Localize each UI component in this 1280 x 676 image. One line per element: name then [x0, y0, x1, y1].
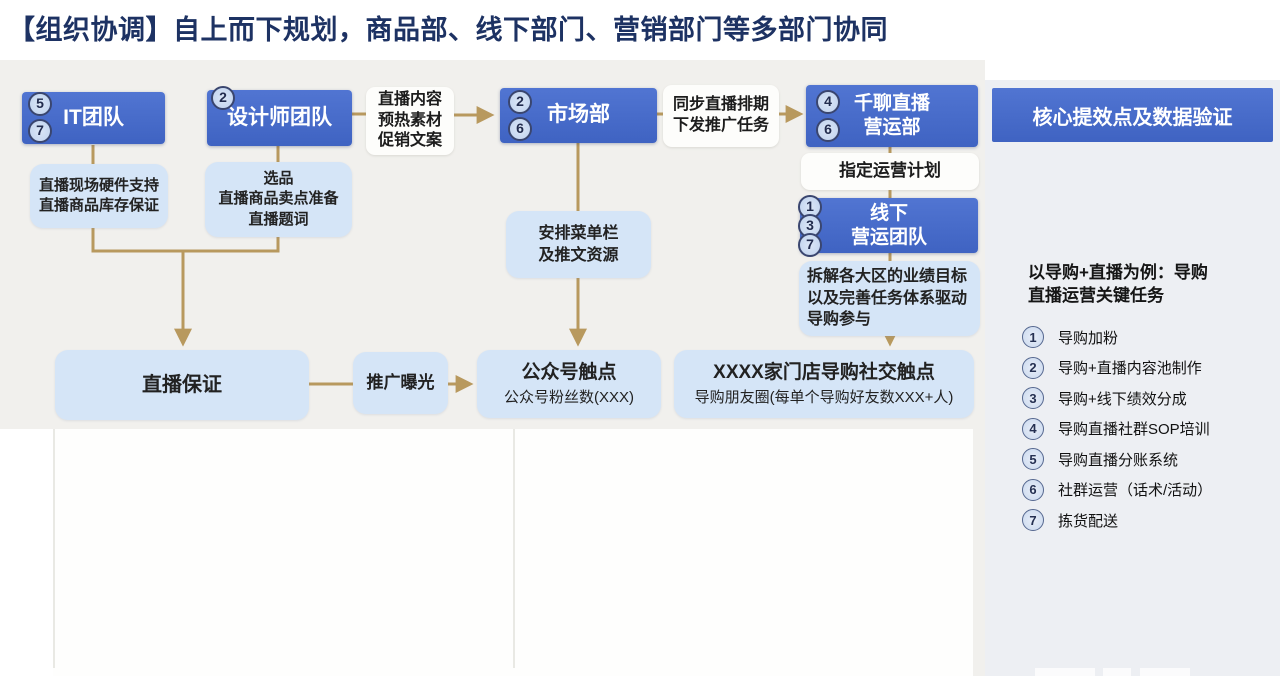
node-it-team: 5 7 IT团队: [22, 92, 165, 144]
note-line: 及推文资源: [538, 246, 619, 264]
task-label: 导购直播社群SOP培训: [1058, 421, 1210, 439]
node-menu-note: 安排菜单栏 及推文资源: [506, 211, 651, 278]
step-badge: 7: [798, 233, 822, 257]
node-label: IT团队: [63, 105, 124, 129]
task-label: 导购+直播内容池制作: [1058, 360, 1202, 378]
note-line: 拆解各大区的业绩目标以及完善任务体系驱动导购参与: [807, 268, 968, 329]
task-label: 导购直播分账系统: [1058, 451, 1179, 469]
step-badge: 6: [816, 118, 840, 142]
node-designer-note: 选品 直播商品卖点准备 直播题词: [205, 162, 352, 237]
node-label: 线下: [869, 202, 908, 224]
panel-intro: 以导购+直播为例：导购 直播运营关键任务: [1028, 262, 1258, 308]
node-ops-plan: 指定运营计划: [801, 153, 979, 190]
node-promo-exposure: 推广曝光: [353, 352, 448, 414]
task-number-badge: 4: [1022, 417, 1044, 440]
table-divider-left: [53, 429, 55, 668]
node-qianliao-dept: 4 6 千聊直播 营运部: [806, 85, 978, 147]
note-line: 直播内容: [377, 90, 442, 108]
node-label: 市场部: [547, 103, 610, 127]
node-label: XXXX家门店导购社交触点: [713, 362, 935, 384]
step-badge: 2: [508, 90, 532, 114]
step-badge: 5: [28, 92, 52, 116]
node-subtitle: 公众号粉丝数(XXX): [503, 388, 634, 406]
note-line: 直播商品卖点准备: [218, 190, 339, 208]
task-label: 拣货配送: [1058, 512, 1119, 530]
task-item: 3 导购+线下绩效分成: [1022, 383, 1272, 414]
task-number-badge: 2: [1022, 356, 1044, 379]
task-item: 4 导购直播社群SOP培训: [1022, 414, 1272, 445]
task-item: 5 导购直播分账系统: [1022, 444, 1272, 475]
node-store-touchpoint: XXXX家门店导购社交触点 导购朋友圈(每单个导购好友数XXX+人): [674, 350, 974, 418]
note-line: 直播现场硬件支持: [38, 176, 159, 194]
task-number-badge: 3: [1022, 387, 1044, 410]
task-label: 导购+线下绩效分成: [1058, 390, 1187, 408]
task-list: 1 导购加粉 2 导购+直播内容池制作 3 导购+线下绩效分成 4 导购直播社群…: [1022, 322, 1272, 536]
watermark-fragment: [1103, 668, 1131, 676]
task-number-badge: 5: [1022, 448, 1044, 471]
note-line: 直播商品库存保证: [38, 197, 159, 214]
node-official-touchpoint: 公众号触点 公众号粉丝数(XXX): [477, 350, 661, 418]
task-item: 7 拣货配送: [1022, 505, 1272, 536]
node-label: 营运部: [863, 117, 921, 138]
step-badge: 2: [211, 86, 235, 110]
panel-header: 核心提效点及数据验证: [992, 88, 1273, 142]
task-item: 2 导购+直播内容池制作: [1022, 353, 1272, 384]
node-label: 公众号触点: [521, 362, 617, 384]
step-badge: 4: [816, 90, 840, 114]
watermark-fragment: [1035, 668, 1095, 676]
task-number-badge: 1: [1022, 326, 1044, 349]
note-line: 选品: [263, 170, 294, 188]
node-subtitle: 导购朋友圈(每单个导购好友数XXX+人): [694, 388, 954, 406]
note-line: 同步直播排期: [672, 96, 769, 114]
node-label: 千聊直播: [853, 93, 930, 115]
node-sync-note: 同步直播排期 下发推广任务: [663, 85, 779, 147]
table-divider-mid: [513, 429, 515, 668]
note-line: 安排菜单栏: [538, 224, 619, 242]
note-line: 指定运营计划: [839, 161, 941, 181]
task-item: 1 导购加粉: [1022, 322, 1272, 353]
node-market-dept: 2 6 市场部: [500, 88, 657, 143]
step-badge: 6: [508, 117, 532, 141]
step-badge: 7: [28, 119, 52, 143]
note-line: 促销文案: [377, 132, 442, 150]
node-label: 设计师团队: [227, 105, 332, 129]
node-designer-team: 2 设计师团队: [207, 86, 352, 146]
node-content-note: 直播内容 预热素材 促销文案: [366, 87, 454, 155]
panel-header-label: 核心提效点及数据验证: [1032, 106, 1233, 129]
note-line: 下发推广任务: [672, 117, 769, 134]
node-it-note: 直播现场硬件支持 直播商品库存保证: [30, 164, 168, 228]
note-line: 直播题词: [248, 210, 309, 228]
task-number-badge: 6: [1022, 478, 1044, 501]
canvas-gray-strip: [971, 429, 985, 676]
node-offline-team: 1 3 7 线下 营运团队: [798, 195, 978, 257]
node-offline-note: 拆解各大区的业绩目标以及完善任务体系驱动导购参与: [799, 261, 980, 336]
panel-intro-line: 直播运营关键任务: [1028, 285, 1164, 305]
page-title: 【组织协调】自上而下规划，商品部、线下部门、营销部门等多部门协同: [8, 15, 888, 45]
watermark-fragment: [1140, 668, 1190, 676]
task-label: 导购加粉: [1058, 329, 1119, 347]
node-label: 推广曝光: [366, 372, 435, 392]
task-item: 6 社群运营（话术/活动）: [1022, 475, 1272, 506]
note-line: 预热素材: [377, 111, 442, 129]
panel-intro-line: 以导购+直播为例：导购: [1028, 263, 1208, 282]
node-label: 营运团队: [850, 226, 927, 248]
node-label: 直播保证: [142, 373, 222, 396]
node-live-guarantee: 直播保证: [55, 350, 309, 420]
task-number-badge: 7: [1022, 509, 1044, 532]
task-label: 社群运营（话术/活动）: [1058, 482, 1213, 500]
